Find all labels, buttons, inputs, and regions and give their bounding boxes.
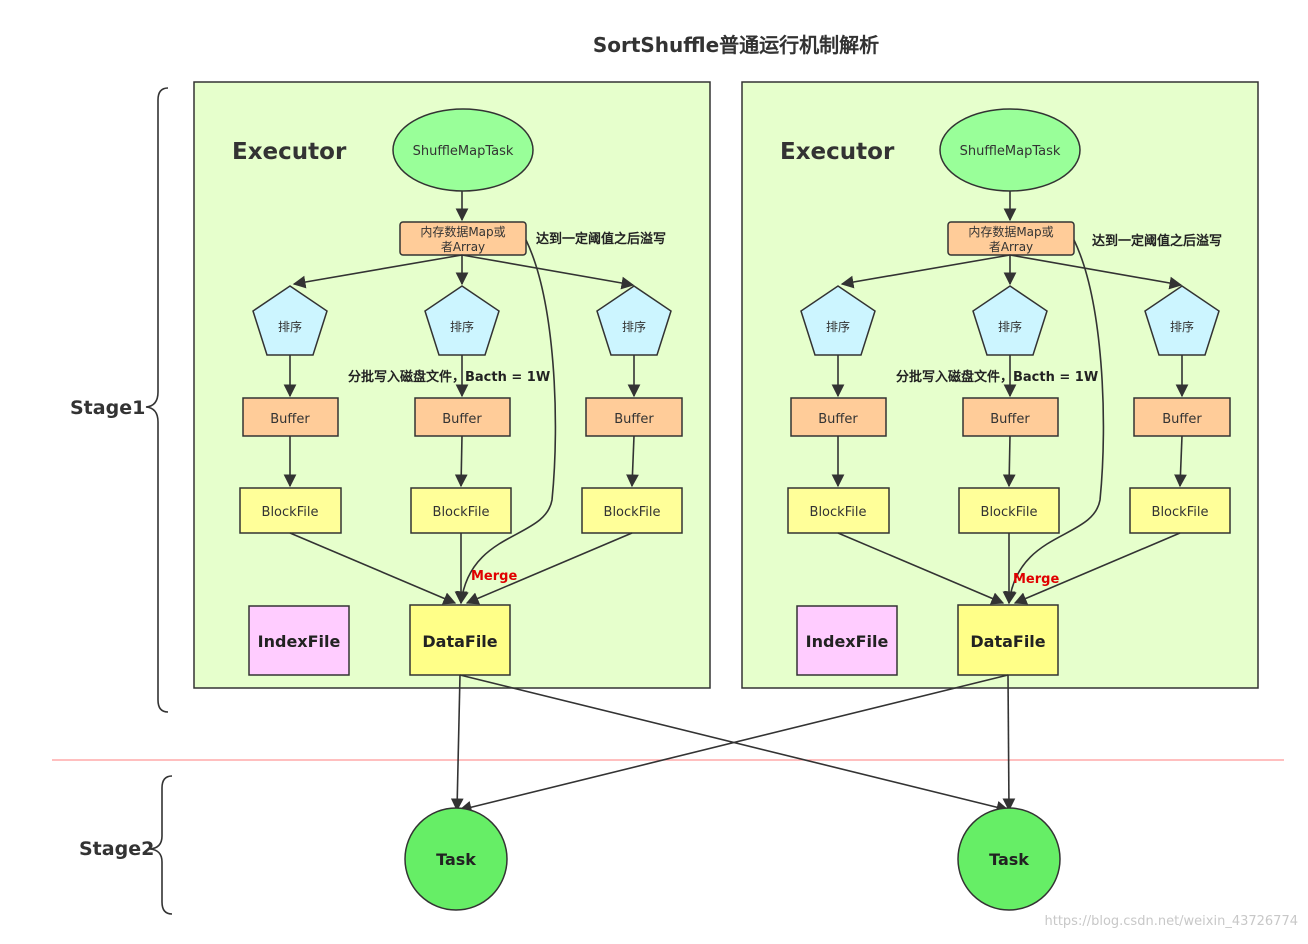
executor-1-shufflemaptask-label: ShuffleMapTask <box>413 144 514 159</box>
stage2-label: Stage2 <box>79 838 154 860</box>
executor-2-sort-label-1: 排序 <box>826 319 850 334</box>
executor-2-memory-line1: 内存数据Map或 <box>968 224 1053 239</box>
diagram-title: SortShuffle普通运行机制解析 <box>593 33 879 57</box>
executor-1-batch-note: 分批写入磁盘文件，Bacth = 1W <box>348 369 550 385</box>
edge-datafile1-task1 <box>450 674 464 812</box>
executor-2-blockfile-label-2: BlockFile <box>981 505 1038 520</box>
executor-1-buffer-label-3: Buffer <box>614 412 654 427</box>
executor-2: Executor ShuffleMapTask 内存数据Map或 者Array … <box>741 81 1259 689</box>
executor-2-blockfile-label-3: BlockFile <box>1152 505 1209 520</box>
executor-2-sort-label-2: 排序 <box>998 319 1022 334</box>
executor-2-buffer-label-3: Buffer <box>1162 412 1202 427</box>
executor-1-shufflemaptask <box>392 108 534 192</box>
executor-1-memory-line2: 者Array <box>441 240 485 254</box>
stage2-task-1 <box>404 807 508 911</box>
executor-1-blockfile-label-2: BlockFile <box>433 505 490 520</box>
executor-2-indexfile-label: IndexFile <box>806 632 889 651</box>
stage1-brace <box>145 87 169 713</box>
executor-1-sort-label-3: 排序 <box>622 319 646 334</box>
executor-2-shufflemaptask-label: ShuffleMapTask <box>960 144 1061 159</box>
executor-2-blockfile-2 <box>958 487 1060 534</box>
executor-1-blockfile-1 <box>239 487 342 534</box>
executor-2-buffer-3 <box>1133 397 1231 437</box>
executor-2-blockfile-3 <box>1129 487 1231 534</box>
executor-2-datafile <box>957 604 1059 676</box>
executor-2-indexfile <box>796 605 898 676</box>
executor-2-buffer-label-1: Buffer <box>818 412 858 427</box>
executor-1-blockfile-3 <box>581 487 683 534</box>
executor-1-sort-label-2: 排序 <box>450 319 474 334</box>
executor-1-blockfile-label-3: BlockFile <box>604 505 661 520</box>
executor-2-blockfile-1 <box>787 487 890 534</box>
executor-1-indexfile-label: IndexFile <box>258 632 341 651</box>
stage2-task-2-label: Task <box>989 850 1029 869</box>
executor-2-buffer-1 <box>790 397 887 437</box>
executor-2-buffer-label-2: Buffer <box>990 412 1030 427</box>
executor-2-buffer-2 <box>962 397 1059 437</box>
executor-1: Executor ShuffleMapTask 内存数据Map或 者Array … <box>193 81 711 689</box>
executor-2-batch-note: 分批写入磁盘文件，Bacth = 1W <box>896 369 1098 385</box>
executor-2-sort-label-3: 排序 <box>1170 319 1194 334</box>
edge-datafile2-task1 <box>458 674 1009 814</box>
executor-1-datafile <box>409 604 511 676</box>
executor-1-buffer-label-1: Buffer <box>270 412 310 427</box>
watermark: https://blog.csdn.net/weixin_43726774 <box>1044 914 1298 929</box>
executor-2-datafile-label: DataFile <box>970 632 1045 651</box>
executor-1-spill-note: 达到一定阈值之后溢写 <box>536 231 666 247</box>
stage1-label: Stage1 <box>70 397 145 419</box>
executor-1-buffer-3 <box>585 397 683 437</box>
executor-1-datafile-label: DataFile <box>422 632 497 651</box>
executor-1-buffer-1 <box>242 397 339 437</box>
executor-1-buffer-label-2: Buffer <box>442 412 482 427</box>
executor-1-sort-label-1: 排序 <box>278 319 302 334</box>
edge-datafile2-task2 <box>1002 674 1016 812</box>
executor-2-label: Executor <box>780 139 895 165</box>
executor-2-merge-label: Merge <box>1013 572 1059 587</box>
executor-2-blockfile-label-1: BlockFile <box>810 505 867 520</box>
executor-1-merge-label: Merge <box>471 569 517 584</box>
executor-1-blockfile-2 <box>410 487 512 534</box>
executor-2-spill-note: 达到一定阈值之后溢写 <box>1092 233 1222 249</box>
executor-1-memory-line1: 内存数据Map或 <box>420 224 505 239</box>
stage2-task-1-label: Task <box>436 850 476 869</box>
executor-1-buffer-2 <box>414 397 511 437</box>
stage2-brace <box>149 775 173 915</box>
executor-2-memory-line2: 者Array <box>989 240 1033 254</box>
executor-1-indexfile <box>248 605 350 676</box>
executor-1-blockfile-label-1: BlockFile <box>262 505 319 520</box>
stage2-task-2 <box>957 807 1061 911</box>
executor-1-label: Executor <box>232 139 347 165</box>
